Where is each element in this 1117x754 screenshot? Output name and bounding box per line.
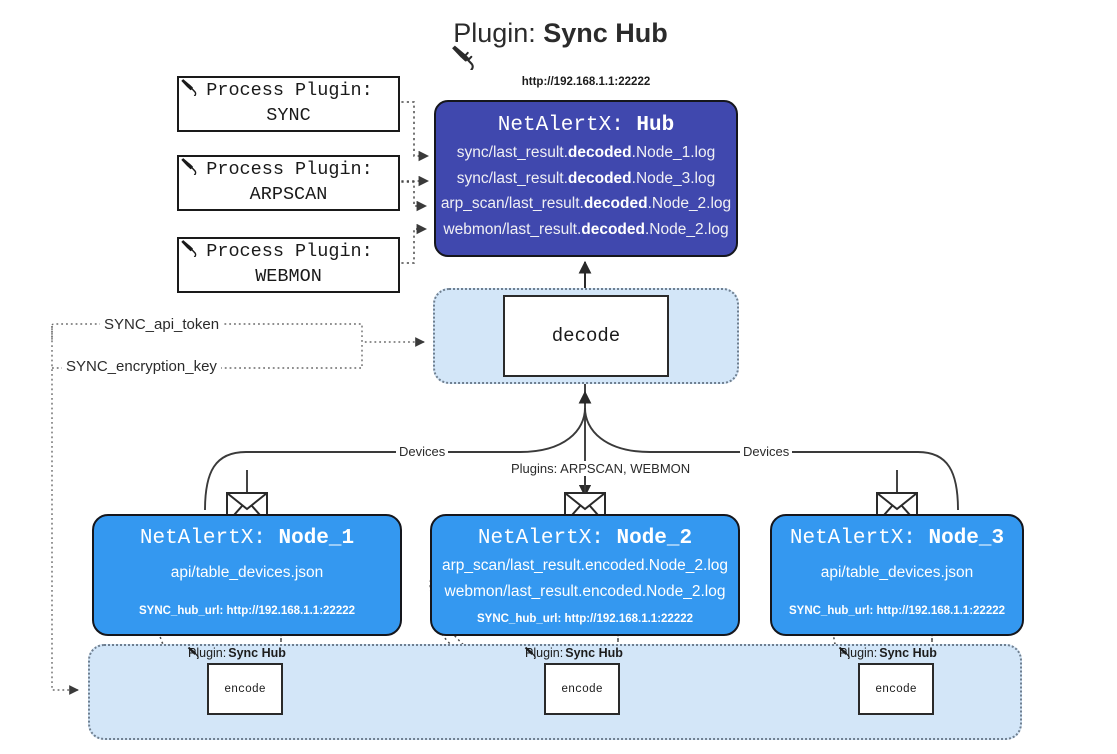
process-plugin-label: Process Plugin: (206, 80, 373, 102)
edge-label-devices-left: Devices (396, 444, 449, 459)
node-title: NetAlertX: Node_2 (477, 527, 693, 550)
node-line: api/table_devices.json (170, 564, 324, 581)
node-box-node-3[interactable]: NetAlertX: Node_3 api/table_devices.json… (770, 514, 1024, 636)
secret-label-api-token: SYNC_api_token (100, 316, 224, 333)
hub-log-line: arp_scan/last_result.decoded.Node_2.log (440, 195, 732, 212)
node-line: arp_scan/last_result.encoded.Node_2.log (441, 557, 729, 574)
node-box-node-1[interactable]: NetAlertX: Node_1 api/table_devices.json… (92, 514, 402, 636)
process-plugin-label: Process Plugin: (206, 241, 373, 263)
node-line: api/table_devices.json (820, 564, 974, 581)
node-line: webmon/last_result.encoded.Node_2.log (444, 583, 726, 600)
encode-box-2[interactable]: encode (544, 663, 620, 715)
title-prefix: Plugin: (453, 18, 544, 48)
hub-title: NetAlertX: Hub (497, 114, 675, 137)
node-box-node-2[interactable]: NetAlertX: Node_2 arp_scan/last_result.e… (430, 514, 740, 636)
hub-url-label: http://192.168.1.1:22222 (521, 76, 651, 88)
hub-log-line: sync/last_result.decoded.Node_1.log (456, 144, 716, 161)
hub-log-line: sync/last_result.decoded.Node_3.log (456, 169, 716, 187)
encode-box-1[interactable]: encode (207, 663, 283, 715)
process-plugin-box-arpscan[interactable]: Process Plugin: ARPSCAN (177, 155, 400, 211)
process-plugin-box-webmon[interactable]: Process Plugin: WEBMON (177, 237, 400, 293)
encoder-plugin-label-1: Plugin: Sync Hub (187, 646, 286, 660)
hub-log-line: webmon/last_result.decoded.Node_2.log (443, 220, 729, 238)
process-plugin-name: WEBMON (255, 266, 322, 287)
title-name: Sync Hub (543, 18, 668, 48)
hub-node[interactable]: NetAlertX: Hub sync/last_result.decoded.… (434, 100, 738, 257)
process-plugin-box-sync[interactable]: Process Plugin: SYNC (177, 76, 400, 132)
node-title: NetAlertX: Node_1 (139, 527, 355, 550)
page-title: Plugin: Sync Hub (0, 18, 1117, 70)
edge-label-plugins-middle: Plugins: ARPSCAN, WEBMON (508, 461, 694, 476)
process-plugin-label: Process Plugin: (206, 159, 373, 181)
node-title: NetAlertX: Node_3 (789, 527, 1005, 550)
encoder-plugin-label-3: Plugin: Sync Hub (838, 646, 937, 660)
node-footer: SYNC_hub_url: http://192.168.1.1:22222 (788, 605, 1006, 617)
node-footer: SYNC_hub_url: http://192.168.1.1:22222 (138, 605, 356, 617)
encoder-plugin-label-2: Plugin: Sync Hub (524, 646, 623, 660)
edge-label-devices-right: Devices (740, 444, 793, 459)
decode-box[interactable]: decode (503, 295, 669, 377)
secret-label-encryption-key: SYNC_encryption_key (62, 358, 221, 375)
encode-box-3[interactable]: encode (858, 663, 934, 715)
process-plugin-name: ARPSCAN (249, 184, 328, 205)
process-plugin-name: SYNC (266, 105, 311, 126)
node-footer: SYNC_hub_url: http://192.168.1.1:22222 (476, 613, 694, 625)
